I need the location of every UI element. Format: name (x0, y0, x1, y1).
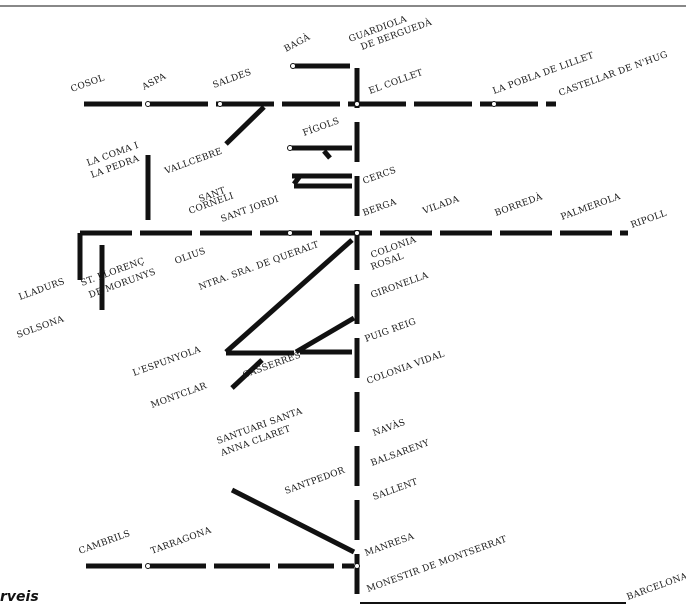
label-cambrils: CAMBRILS (78, 529, 132, 557)
legend-text: rveis (0, 589, 39, 605)
cercs-loop-side (292, 174, 302, 186)
stop-berga (354, 230, 360, 236)
gironella-casserres-line (294, 315, 356, 355)
label-gironella: GIRONELLA (370, 271, 430, 301)
stop-collet (354, 101, 360, 107)
label-figols: FÍGOLS (301, 114, 341, 138)
label-manresa: MANRESA (364, 532, 416, 559)
label-vilada: VILADA (421, 194, 461, 217)
label-barcelona: BARCELONA (626, 572, 686, 603)
label-borreda: BORREDÀ (493, 190, 544, 218)
label-berga: BERGA (362, 197, 399, 218)
espunyola-diagonal (224, 238, 354, 354)
stop-baga (290, 63, 296, 69)
label-saldes: SALDES (212, 68, 253, 91)
stops (145, 63, 497, 569)
stop-olius (287, 230, 293, 236)
label-palmerola: PALMEROLA (560, 192, 623, 223)
stop-saldes (217, 101, 223, 107)
label-cosol: COSOL (70, 73, 107, 94)
label-sallent: SALLENT (372, 477, 420, 503)
label-balsareny: BALSARENY (370, 438, 432, 469)
santpedor-line (230, 487, 356, 555)
label-navas: NAVÀS (371, 416, 407, 439)
label-collet: EL COLLET (368, 68, 425, 97)
stop-aspa (145, 101, 151, 107)
stop-tarragona (145, 563, 151, 569)
stop-manresa (354, 563, 360, 569)
label-vallcebre: VALLCEBRE (163, 147, 224, 177)
label-olius: OLIUS (174, 246, 208, 266)
label-montclar: MONTCLAR (150, 381, 209, 411)
montclar-line (230, 358, 264, 390)
stop-figols (287, 145, 293, 151)
label-colonia-vidal: COLONIA VIDAL (366, 349, 447, 386)
label-espunyola: L'ESPUNYOLA (132, 345, 203, 379)
label-puig-reig: PUIG REIG (364, 317, 418, 345)
route-lines (77, 63, 628, 604)
label-cercs: CERCS (362, 166, 398, 187)
label-solsona: SOLSONA (16, 314, 66, 340)
label-baga: BAGÀ (282, 31, 313, 55)
label-ripoll: RIPOLL (630, 209, 669, 231)
label-aspa: ASPA (140, 72, 168, 93)
vallcebre-line (224, 105, 266, 146)
figols-tick (322, 149, 332, 160)
label-santpedor: SANTPEDOR (284, 466, 347, 497)
label-lladurs: LLADURS (18, 277, 67, 303)
stop-pobla (491, 101, 497, 107)
label-tarragona: TARRAGONA (150, 526, 213, 557)
